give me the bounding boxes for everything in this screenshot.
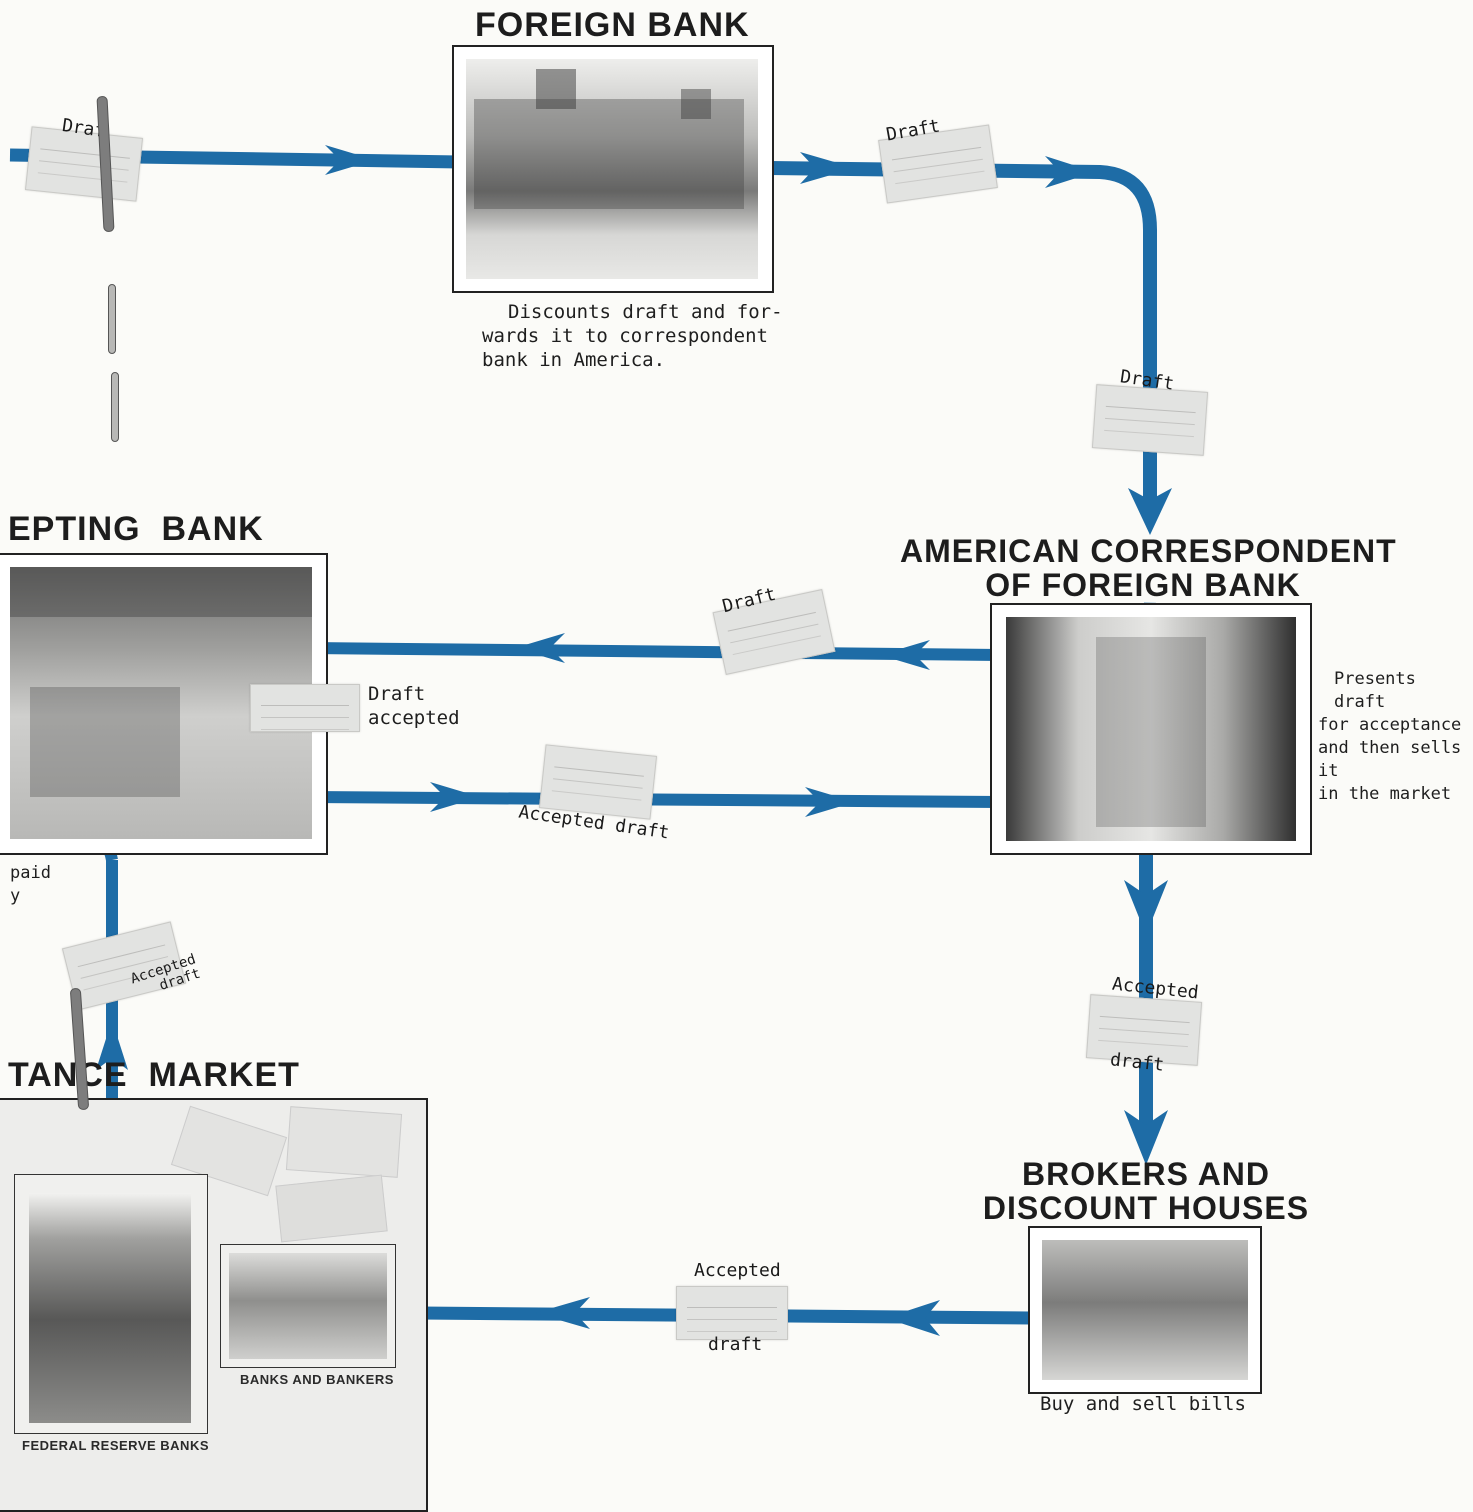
staple-small-2 (111, 372, 119, 442)
accepting-bank-side-caption: paid y (10, 862, 51, 908)
draft-slip-right-down (1092, 384, 1208, 456)
market-draft-scatter-2 (286, 1106, 402, 1178)
brokers-caption: Buy and sell bills (1040, 1392, 1246, 1416)
banks-bankers-photo (229, 1253, 387, 1359)
foreign-bank-photo (466, 59, 758, 279)
draft-slip-bottom (676, 1286, 788, 1340)
draft-accepted-label: Draft accepted (368, 682, 460, 730)
foreign-bank-title: FOREIGN BANK (475, 8, 750, 44)
banks-bankers-label: BANKS AND BANKERS (240, 1372, 394, 1387)
acceptance-market-frame: FEDERAL RESERVE BANKS BANKS AND BANKERS (0, 1098, 428, 1512)
staple-small-1 (108, 284, 116, 354)
market-draft-scatter-3 (275, 1175, 387, 1243)
banks-bankers-photo-frame (220, 1244, 396, 1368)
flow-line-accepting-to-correspondent (310, 797, 1000, 802)
federal-reserve-photo (29, 1193, 191, 1423)
brokers-photo (1042, 1240, 1248, 1380)
federal-reserve-label: FEDERAL RESERVE BANKS (22, 1438, 209, 1453)
brokers-photo-frame (1028, 1226, 1262, 1394)
foreign-bank-photo-frame (452, 45, 774, 293)
flow-label-bottom-accepted-top: Accepted (694, 1260, 781, 1281)
brokers-title: BROKERS AND DISCOUNT HOUSES (978, 1158, 1314, 1225)
accepting-bank-title: EPTING BANK (8, 512, 264, 548)
flow-label-bottom-accepted-bottom: draft (708, 1334, 762, 1355)
american-correspondent-title: AMERICAN CORRESPONDENT OF FOREIGN BANK (900, 535, 1386, 602)
american-correspondent-photo (1006, 617, 1296, 841)
federal-reserve-photo-frame (14, 1174, 208, 1434)
acceptance-market-title: TANCE MARKET (8, 1058, 300, 1094)
american-correspondent-caption: Presents draft for acceptance and then s… (1318, 668, 1473, 806)
american-correspondent-photo-frame (990, 603, 1312, 855)
foreign-bank-caption: Discounts draft and for- wards it to cor… (482, 300, 783, 372)
flow-line-top-right (770, 168, 1150, 520)
draft-slip-accepted (250, 684, 360, 732)
